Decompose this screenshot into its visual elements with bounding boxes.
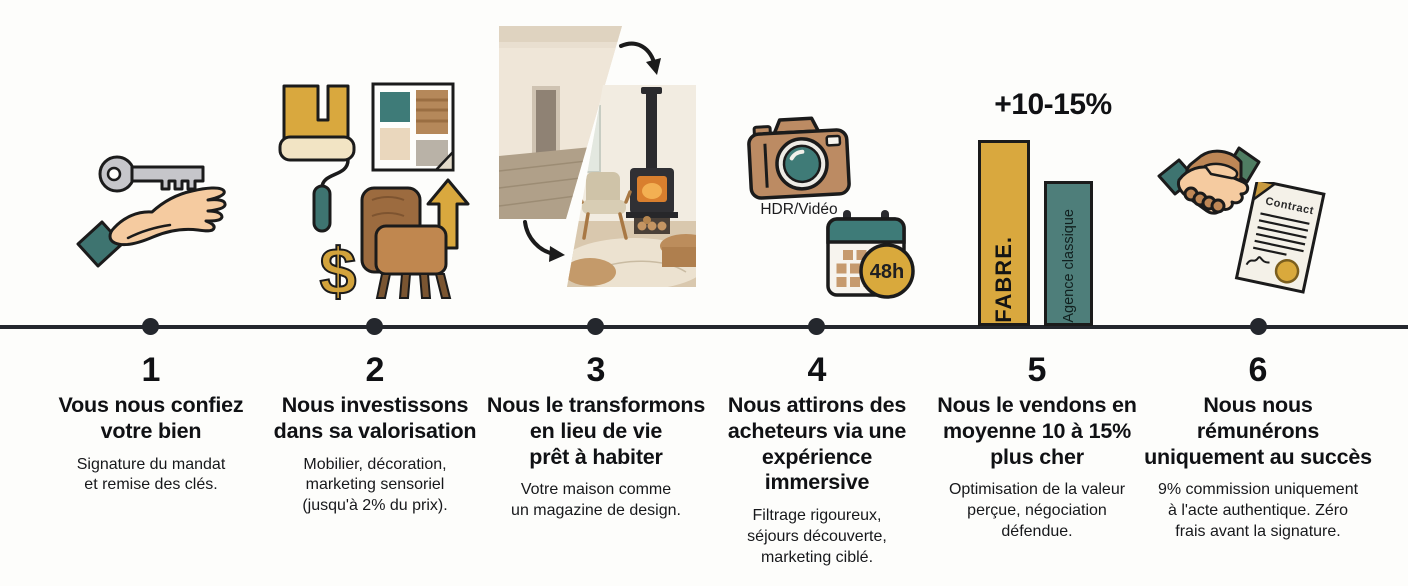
timeline-dot-3 bbox=[587, 318, 604, 335]
step-3-column: 3 Nous le transformons en lieu de vie pr… bbox=[476, 350, 716, 522]
step-description: Votre maison comme un magazine de design… bbox=[511, 481, 681, 520]
timeline-line bbox=[0, 325, 1408, 329]
before-after-room-photos bbox=[499, 26, 696, 287]
step-description: Filtrage rigoureux, séjours découverte, … bbox=[747, 507, 887, 566]
step-description: Mobilier, décoration, marketing sensorie… bbox=[302, 455, 448, 515]
step-number: 6 bbox=[1248, 351, 1268, 389]
step-title: Nous nous rémunérons uniquement au succè… bbox=[1144, 393, 1372, 469]
step-description: 9% commission uniquement à l'acte authen… bbox=[1157, 481, 1359, 540]
step-4-column: 4 Nous attirons des acheteurs via une ex… bbox=[697, 350, 937, 569]
arrow-bottom-icon bbox=[523, 220, 565, 262]
armchair-value-up-icon bbox=[360, 178, 470, 299]
camera-icon bbox=[747, 116, 851, 200]
timeline-dot-2 bbox=[366, 318, 383, 335]
timeline-dot-1 bbox=[142, 318, 159, 335]
dollar-sign-icon: $ bbox=[320, 234, 357, 308]
calendar-icon: 48h bbox=[826, 210, 915, 299]
fabre-bar: FABRE. bbox=[978, 140, 1030, 326]
hand-receiving-key-icon bbox=[76, 155, 227, 268]
step-description: Signature du mandat et remise des clés. bbox=[76, 455, 226, 494]
step-2-column: 2 Nous investissons dans sa valorisation… bbox=[255, 350, 495, 517]
classic-agency-bar-label: Agence classique bbox=[1060, 209, 1077, 323]
classic-agency-bar: Agence classique bbox=[1044, 181, 1093, 326]
step-title: Nous attirons des acheteurs via une expé… bbox=[727, 393, 907, 495]
seal-icon bbox=[1274, 258, 1300, 284]
48h-badge-label: 48h bbox=[870, 261, 904, 283]
step-title: Nous investissons dans sa valorisation bbox=[273, 393, 477, 443]
arrow-top-icon bbox=[619, 41, 661, 75]
48h-badge bbox=[859, 243, 915, 299]
step-number: 5 bbox=[1027, 351, 1047, 389]
paint-roller-icon bbox=[278, 84, 356, 233]
open-hand-icon bbox=[76, 186, 227, 268]
step-6-column: 6 Nous nous rémunérons uniquement au suc… bbox=[1138, 350, 1378, 543]
material-swatches-icon bbox=[371, 82, 455, 172]
paint-roller-swatches-dollar-armchair-icon: $ bbox=[278, 82, 470, 309]
contract-document-icon: Contract bbox=[1234, 182, 1326, 294]
step-number: 2 bbox=[365, 351, 385, 389]
step-number: 1 bbox=[141, 351, 161, 389]
step-1-column: 1 Vous nous confiez votre bien Signature… bbox=[31, 350, 271, 496]
step-5-column: 5 Nous le vendons en moyenne 10 à 15% pl… bbox=[917, 350, 1157, 543]
step-number: 3 bbox=[586, 351, 606, 389]
timeline-dot-4 bbox=[808, 318, 825, 335]
timeline-dot-6 bbox=[1250, 318, 1267, 335]
step-description: Optimisation de la valeur perçue, négoci… bbox=[948, 481, 1126, 540]
handshake-icon bbox=[1157, 146, 1261, 215]
step-title: Nous le transformons en lieu de vie prêt… bbox=[486, 393, 706, 469]
step-title: Vous nous confiez votre bien bbox=[58, 393, 244, 443]
fabre-bar-label: FABRE. bbox=[991, 236, 1016, 323]
chart-annotation: +10-15% bbox=[994, 88, 1112, 121]
camera-and-calendar-icon: HDR/Vidéo 48h bbox=[747, 116, 915, 299]
step-title: Nous le vendons en moyenne 10 à 15% plus… bbox=[937, 393, 1137, 469]
key-icon bbox=[98, 155, 205, 193]
step-number: 4 bbox=[807, 351, 827, 389]
camera-label: HDR/Vidéo bbox=[760, 201, 837, 218]
